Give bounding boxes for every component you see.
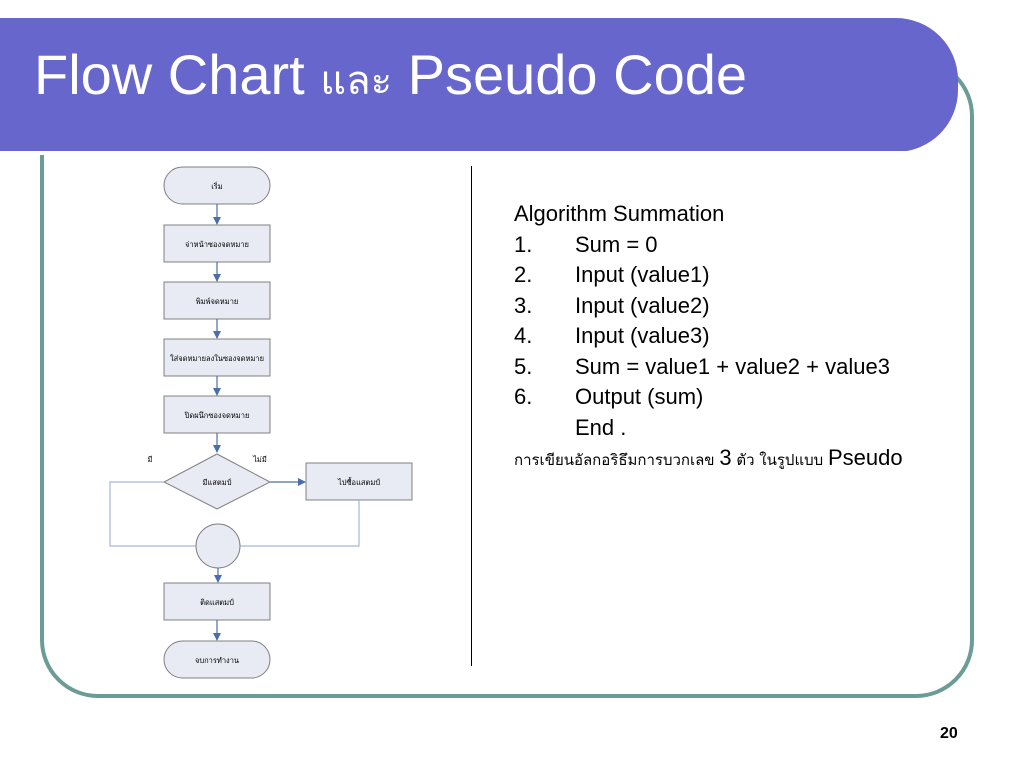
algorithm-step: 2. Input (value1): [514, 260, 903, 291]
process-box-buy-stamp: [305, 462, 413, 501]
process-box-print-letter: [163, 281, 271, 320]
decision-diamond: [162, 453, 272, 510]
title-part-3: Pseudo Code: [407, 43, 748, 106]
yes-label: มี: [147, 455, 152, 464]
slide-title: Flow Chart และ Pseudo Code: [34, 40, 747, 116]
algorithm-heading: Algorithm Summation: [514, 199, 903, 230]
step-number: 2.: [514, 262, 533, 287]
merge-connector: [195, 523, 241, 569]
flow-connector-line: [109, 481, 196, 547]
column-divider: [471, 166, 472, 666]
no-label: ไม่มี: [252, 455, 267, 464]
step-number: 1.: [514, 231, 533, 257]
step-text: Input (value2): [575, 292, 710, 318]
end-label: จบการทำงาน: [195, 656, 239, 665]
process-box-address-envelope: [163, 224, 271, 263]
process-label: ไปซื้อแสตมป์: [337, 477, 380, 487]
caption-english: Pseudo: [827, 445, 903, 470]
algorithm-step: 1. Sum = 0: [514, 230, 903, 261]
step-number: 5.: [514, 353, 533, 379]
algorithm-step: 3. Input (value2): [514, 291, 903, 322]
caption-number: 3: [719, 445, 732, 470]
process-box-seal-envelope: [163, 395, 271, 434]
start-label: เริ่ม: [211, 181, 223, 191]
step-number: 3.: [514, 292, 533, 318]
process-box-attach-stamp: [163, 582, 271, 621]
algorithm-step: 4. Input (value3): [514, 321, 903, 352]
step-number: 6.: [514, 384, 533, 409]
algorithm-step: 6. Output (sum): [514, 382, 903, 413]
step-text: Input (value3): [575, 323, 710, 348]
page-number: 20: [940, 725, 958, 742]
decision-label: มีแสตมป์: [202, 478, 231, 487]
algorithm-step: 5. Sum = value1 + value2 + value3: [514, 352, 903, 383]
step-text: Input (value1): [575, 262, 710, 287]
algorithm-caption: การเขียนอัลกอริธึมการบวกเลข 3 ตัว ในรูปแ…: [514, 443, 903, 474]
process-box-insert-letter: [163, 338, 271, 377]
process-label: ใส่จดหมายลงในซองจดหมาย: [170, 354, 264, 363]
end-terminator: [163, 640, 271, 679]
flowchart: เริ่ม จ่าหน้าซองจดหมาย พิมพ์จดหมาย ใส่จด…: [109, 166, 413, 679]
step-text: Sum = value1 + value2 + value3: [575, 353, 890, 379]
step-text: Output (sum): [575, 384, 704, 409]
end-text: End .: [575, 414, 627, 440]
process-label: ติดแสตมป์: [200, 598, 234, 607]
step-number: 4.: [514, 323, 533, 348]
title-underline: [0, 151, 906, 155]
step-text: Sum = 0: [575, 231, 658, 257]
process-label: จ่าหน้าซองจดหมาย: [185, 240, 249, 249]
pseudo-code-block: Algorithm Summation 1. Sum = 0 2. Input (v…: [514, 199, 903, 474]
title-part-2: และ: [320, 58, 393, 104]
title-part-1: Flow Chart: [34, 43, 305, 106]
caption-thai-2: ตัว ในรูปแบบ: [736, 451, 824, 469]
algorithm-end: End .: [514, 413, 903, 444]
process-label: พิมพ์จดหมาย: [196, 297, 239, 306]
caption-thai-1: การเขียนอัลกอริธึมการบวกเลข: [514, 451, 715, 469]
flow-connector-line: [240, 500, 360, 547]
title-bar: [0, 18, 958, 155]
algorithm-heading-text: Algorithm Summation: [514, 201, 725, 226]
process-label: ปิดผนึกซองจดหมาย: [184, 411, 250, 420]
